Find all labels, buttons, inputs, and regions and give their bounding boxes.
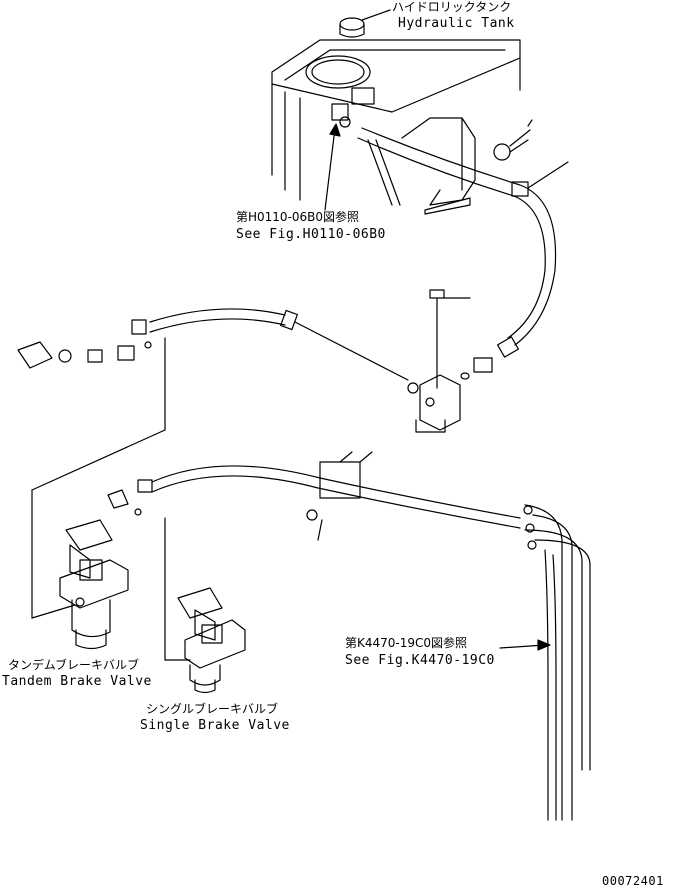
see-fig-h0110-label-en: See Fig.H0110-06B0 [236,227,386,242]
hose-tank-to-block [357,127,569,380]
hydraulic-tank [271,17,521,201]
hydraulic-tank-label-jp: ハイドロリックタンク [392,0,512,14]
junction-block [407,289,471,433]
single-brake-valve [177,587,246,694]
bolt-top-right [493,119,533,161]
tandem-brake-valve [59,519,129,650]
left-fittings [17,337,166,619]
tandem-brake-valve-label-en: Tandem Brake Valve [2,674,152,689]
tandem-brake-valve-label-jp: タンデムブレーキバルブ [8,658,140,672]
middle-left-fitting [107,489,191,661]
single-brake-valve-label-jp: シングルブレーキバルブ [146,702,279,716]
hydraulic-tank-label-en: Hydraulic Tank [398,16,515,31]
h0110-leader [324,123,341,211]
drawing-number: 00072401 [602,874,664,888]
single-brake-valve-label-en: Single Brake Valve [140,718,290,733]
k4470-leader [499,639,551,651]
tank-leader [361,9,391,21]
see-fig-k4470-label-en: See Fig.K4470-19C0 [345,653,495,668]
tank-bracket [401,117,476,215]
hose-upper-left [131,308,409,381]
hose-middle [137,451,521,541]
brake-tubes-right [523,504,591,821]
see-fig-h0110-label-jp: 第H0110-06B0図参照 [236,210,360,224]
see-fig-k4470-label-jp: 第K4470-19C0図参照 [345,636,468,650]
tank-return-hose [367,139,401,206]
